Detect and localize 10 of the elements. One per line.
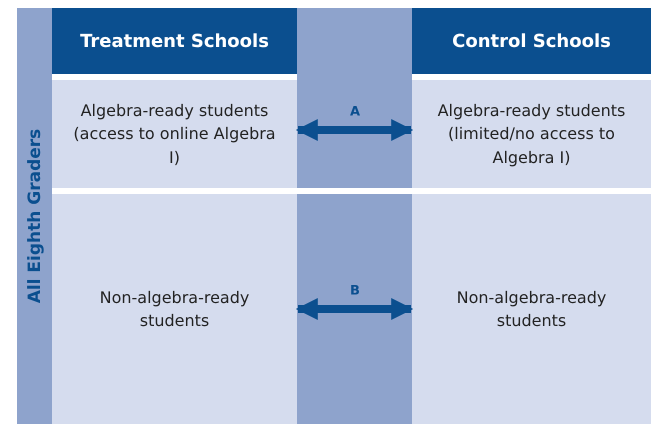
group-cell: Non-algebra-ready students: [412, 194, 651, 424]
column-header: Control Schools: [412, 8, 651, 74]
row-band: [17, 8, 52, 424]
double-arrow: [296, 298, 414, 320]
group-cell: Algebra-ready students (access to online Algebra I): [52, 80, 297, 188]
column-header: Treatment Schools: [52, 8, 297, 74]
group-cell: Non-algebra-ready students: [52, 194, 297, 424]
double-arrow: [296, 119, 414, 141]
group-cell: Algebra-ready students (limited/no access to Algebra I): [412, 80, 651, 188]
row-header-text: All Eighth Graders: [24, 128, 44, 304]
